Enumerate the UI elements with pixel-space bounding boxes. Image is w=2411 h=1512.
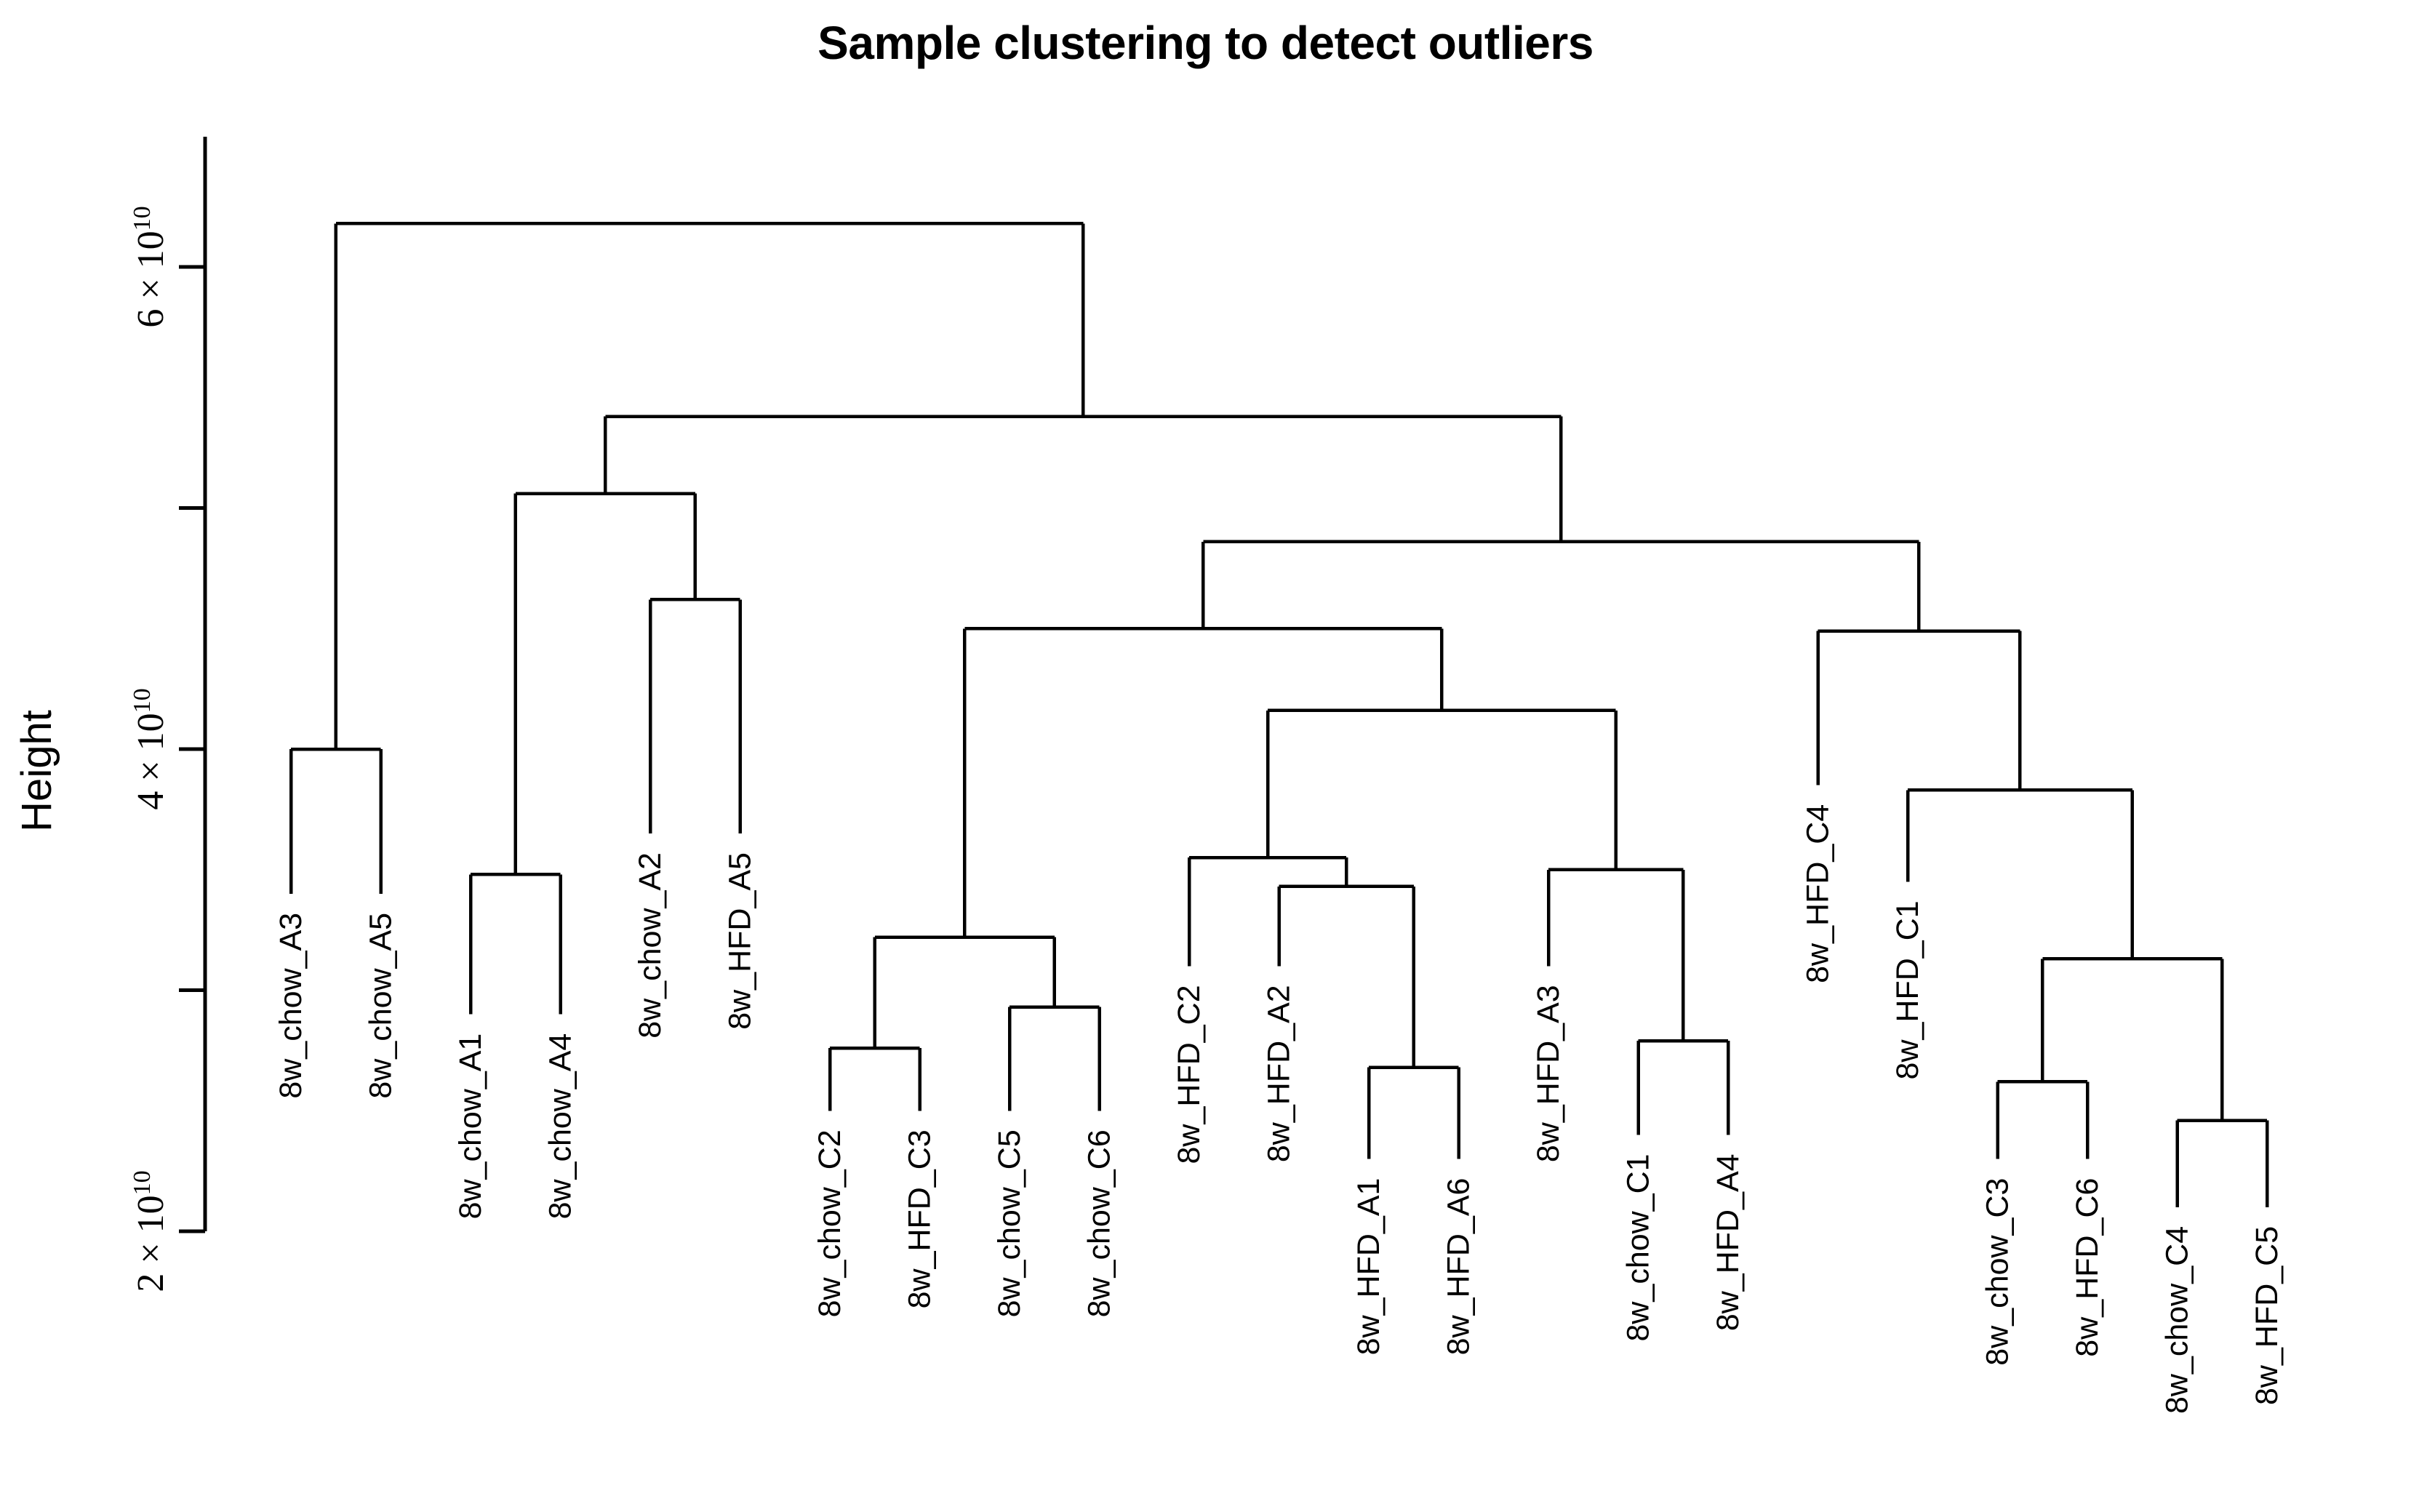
svg-text:Height: Height: [13, 710, 60, 832]
leaf-label: 8w_chow_A5: [364, 913, 399, 1099]
leaf-label: 8w_HFD_A2: [1262, 985, 1297, 1162]
svg-text:8w_HFD_A3: 8w_HFD_A3: [1531, 985, 1566, 1162]
y-axis-tick-label: 6 × 1010: [129, 206, 172, 327]
leaf-label: 8w_chow_C6: [1082, 1129, 1117, 1317]
svg-text:8w_chow_C5: 8w_chow_C5: [992, 1129, 1027, 1317]
svg-text:8w_chow_C6: 8w_chow_C6: [1082, 1129, 1117, 1317]
y-axis-tick-label: 4 × 1010: [129, 688, 172, 809]
leaf-label: 8w_HFD_C2: [1172, 985, 1207, 1164]
leaf-label: 8w_HFD_C5: [2250, 1226, 2284, 1405]
svg-text:4 × 1010: 4 × 1010: [129, 688, 172, 809]
y-axis-title: Height: [13, 710, 60, 832]
leaf-label: 8w_chow_C3: [1980, 1178, 2015, 1366]
dendrogram-branches: [289, 222, 2269, 1207]
leaf-label: 8w_HFD_A5: [723, 852, 758, 1030]
leaf-label: 8w_HFD_C4: [1801, 804, 1836, 983]
svg-text:8w_HFD_A5: 8w_HFD_A5: [723, 852, 758, 1030]
leaf-label: 8w_chow_C2: [812, 1129, 847, 1317]
svg-text:8w_HFD_A2: 8w_HFD_A2: [1262, 985, 1297, 1162]
svg-text:8w_HFD_C5: 8w_HFD_C5: [2250, 1226, 2284, 1405]
svg-text:8w_chow_A3: 8w_chow_A3: [273, 913, 308, 1099]
leaf-label: 8w_chow_C1: [1621, 1153, 1656, 1341]
svg-text:8w_HFD_A4: 8w_HFD_A4: [1711, 1153, 1746, 1331]
svg-text:8w_HFD_C2: 8w_HFD_C2: [1172, 985, 1207, 1164]
leaf-label: 8w_HFD_A3: [1531, 985, 1566, 1162]
svg-text:8w_HFD_A6: 8w_HFD_A6: [1442, 1178, 1476, 1356]
leaf-labels: 8w_chow_A3 8w_chow_A5 8w_chow_A1 8w_chow_A4…: [273, 804, 2284, 1414]
leaf-label: 8w_HFD_A6: [1442, 1178, 1476, 1356]
leaf-label: 8w_HFD_C3: [903, 1129, 937, 1308]
leaf-label: 8w_HFD_C1: [1890, 900, 1925, 1079]
leaf-label: 8w_chow_C4: [2160, 1226, 2195, 1414]
svg-text:8w_chow_A1: 8w_chow_A1: [453, 1033, 488, 1220]
svg-text:8w_HFD_A1: 8w_HFD_A1: [1351, 1178, 1386, 1356]
page-title: Sample clustering to detect outliers: [817, 17, 1594, 69]
svg-text:2 × 1010: 2 × 1010: [129, 1170, 172, 1292]
svg-text:8w_HFD_C1: 8w_HFD_C1: [1890, 900, 1925, 1079]
svg-text:8w_chow_C3: 8w_chow_C3: [1980, 1178, 2015, 1366]
leaf-label: 8w_chow_A2: [633, 852, 668, 1039]
leaf-label: 8w_chow_C5: [992, 1129, 1027, 1317]
svg-text:8w_HFD_C3: 8w_HFD_C3: [903, 1129, 937, 1308]
svg-text:8w_HFD_C4: 8w_HFD_C4: [1801, 804, 1836, 983]
y-axis: 6 × 1010 4 × 1010 2 × 1010: [129, 137, 207, 1292]
leaf-label: 8w_chow_A3: [273, 913, 308, 1099]
svg-text:8w_chow_A4: 8w_chow_A4: [543, 1033, 578, 1220]
svg-text:8w_chow_C1: 8w_chow_C1: [1621, 1153, 1656, 1341]
leaf-label: 8w_HFD_C6: [2070, 1178, 2105, 1357]
svg-text:8w_HFD_C6: 8w_HFD_C6: [2070, 1178, 2105, 1357]
y-axis-title-text: Height: [13, 710, 60, 832]
svg-text:6 × 1010: 6 × 1010: [129, 206, 172, 327]
svg-text:8w_chow_A5: 8w_chow_A5: [364, 913, 399, 1099]
svg-text:8w_chow_C4: 8w_chow_C4: [2160, 1226, 2195, 1414]
leaf-label: 8w_HFD_A1: [1351, 1178, 1386, 1356]
svg-text:8w_chow_A2: 8w_chow_A2: [633, 852, 668, 1039]
leaf-label: 8w_chow_A1: [453, 1033, 488, 1220]
leaf-label: 8w_chow_A4: [543, 1033, 578, 1220]
leaf-label: 8w_HFD_A4: [1711, 1153, 1746, 1331]
svg-text:8w_chow_C2: 8w_chow_C2: [812, 1129, 847, 1317]
y-axis-tick-label: 2 × 1010: [129, 1170, 172, 1292]
